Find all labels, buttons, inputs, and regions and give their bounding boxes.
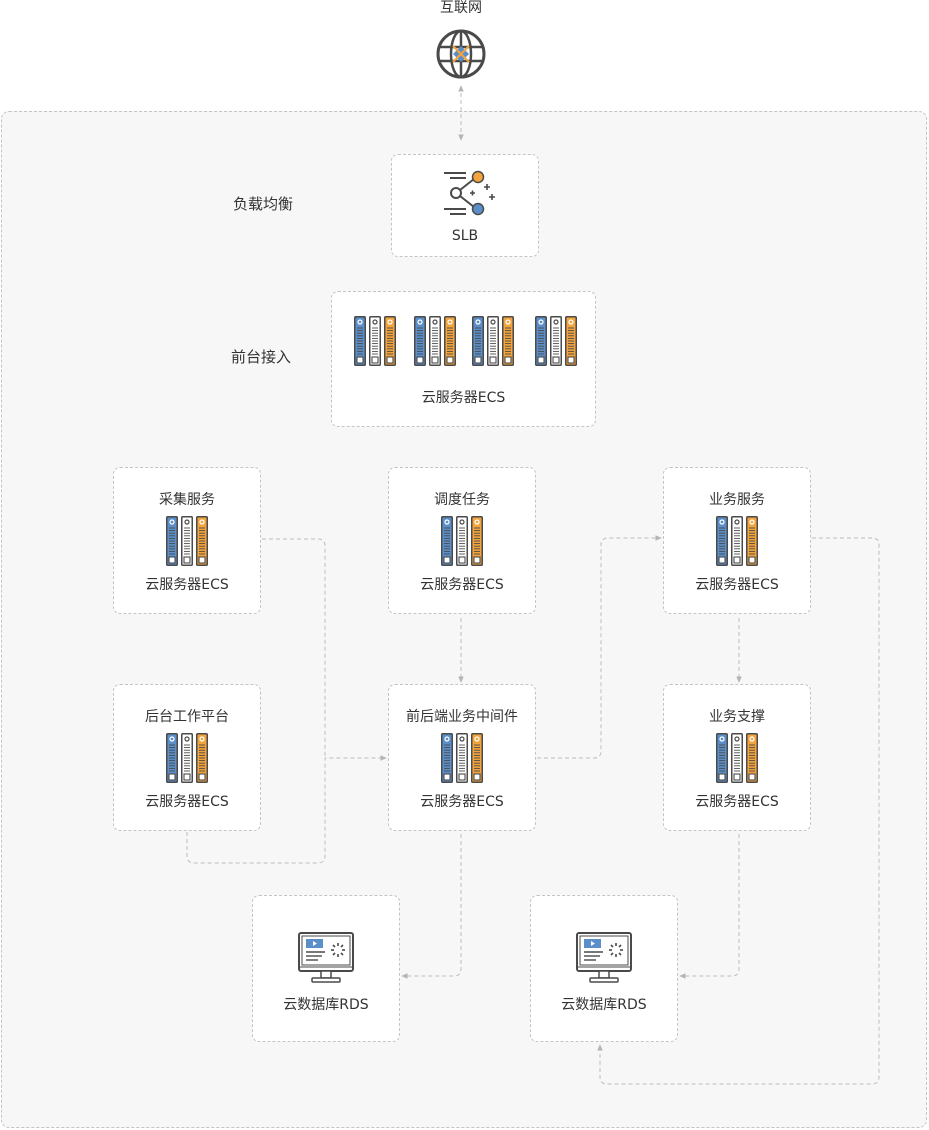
service-box-schedule[interactable]: 调度任务 云服务器ECS xyxy=(388,467,536,614)
cloud-region xyxy=(1,111,927,1128)
service-box-backend[interactable]: 后台工作平台 云服务器ECS xyxy=(113,684,261,831)
connector-middleware-business xyxy=(537,535,662,759)
service-ecs-label: 云服务器ECS xyxy=(145,577,229,593)
server-rack-icon xyxy=(166,516,208,570)
service-ecs-label: 云服务器ECS xyxy=(695,577,779,593)
database-monitor-icon xyxy=(576,932,632,988)
service-title: 前后端业务中间件 xyxy=(406,709,518,725)
connector-business-rds-right xyxy=(597,537,880,1085)
connector-backend-middleware xyxy=(186,755,387,864)
service-box-business[interactable]: 业务服务 云服务器ECS xyxy=(663,467,811,614)
globe-icon xyxy=(436,29,486,79)
service-title: 调度任务 xyxy=(434,492,490,508)
service-box-middleware[interactable]: 前后端业务中间件 云服务器ECS xyxy=(388,684,536,831)
internet-label: 互联网 xyxy=(440,0,482,16)
layer-label-load-balancing: 负载均衡 xyxy=(233,195,294,213)
database-box-left[interactable]: 云数据库RDS xyxy=(252,895,400,1042)
slb-label: SLB xyxy=(451,228,479,244)
service-title: 业务服务 xyxy=(709,492,765,508)
server-rack-icon xyxy=(414,316,456,370)
connector-support-rds-right xyxy=(679,834,740,979)
service-ecs-label: 云服务器ECS xyxy=(695,794,779,810)
server-rack-icon xyxy=(166,733,208,787)
frontend-ecs-box[interactable]: 云服务器ECS xyxy=(331,291,596,427)
layer-label-frontend-access: 前台接入 xyxy=(231,348,292,366)
service-ecs-label: 云服务器ECS xyxy=(145,794,229,810)
database-monitor-icon xyxy=(298,932,354,988)
server-rack-icon xyxy=(441,733,483,787)
service-title: 后台工作平台 xyxy=(145,709,229,725)
frontend-ecs-label: 云服务器ECS xyxy=(421,390,506,406)
database-label: 云数据库RDS xyxy=(283,997,369,1013)
connector-collect-middleware xyxy=(262,538,326,758)
service-title: 业务支撑 xyxy=(709,709,765,725)
service-ecs-label: 云服务器ECS xyxy=(420,794,504,810)
server-rack-icon xyxy=(716,516,758,570)
service-box-support[interactable]: 业务支撑 云服务器ECS xyxy=(663,684,811,831)
server-rack-icon xyxy=(716,733,758,787)
load-balancer-icon xyxy=(444,170,495,216)
server-rack-icon xyxy=(441,516,483,570)
server-rack-icon xyxy=(535,316,577,370)
service-box-collect[interactable]: 采集服务 云服务器ECS xyxy=(113,467,261,614)
service-title: 采集服务 xyxy=(159,492,215,508)
service-ecs-label: 云服务器ECS xyxy=(420,577,504,593)
database-label: 云数据库RDS xyxy=(561,997,647,1013)
slb-box[interactable]: SLB xyxy=(391,154,539,257)
database-box-right[interactable]: 云数据库RDS xyxy=(530,895,678,1042)
server-rack-icon xyxy=(354,316,396,370)
connector-middleware-rds-left xyxy=(401,834,462,979)
server-rack-icon xyxy=(472,316,514,370)
